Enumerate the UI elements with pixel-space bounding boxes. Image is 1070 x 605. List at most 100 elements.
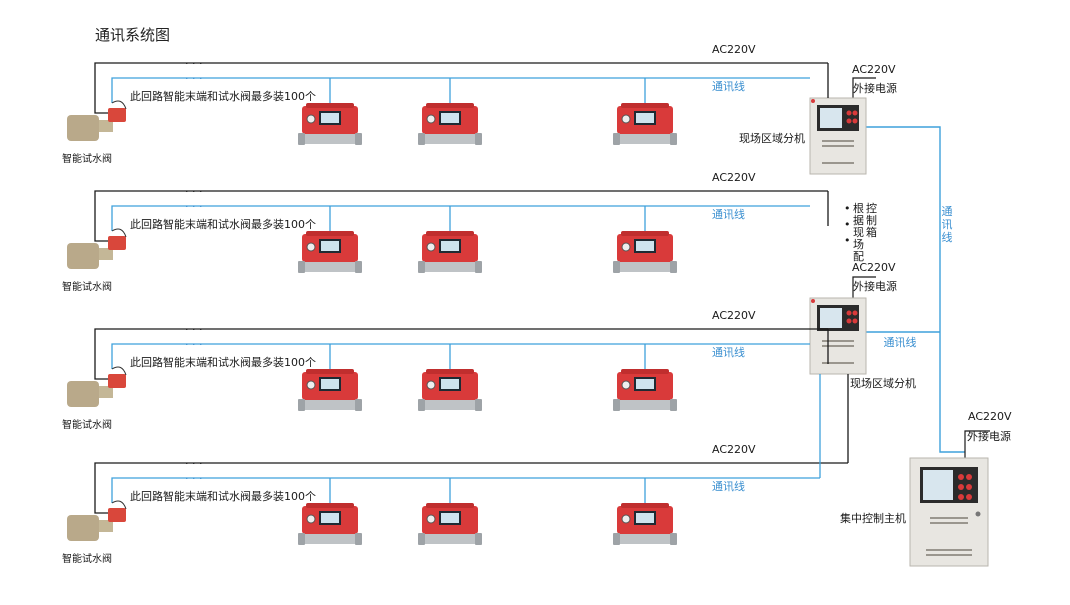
test-valve-actuator — [108, 508, 126, 522]
valve-pipe-flange — [418, 261, 425, 273]
comm-label: 通讯线 — [712, 79, 745, 93]
central-host: AC220V 外接电源 集中控制主机 — [840, 410, 1012, 567]
test-valve-cable — [111, 500, 127, 510]
power-label: AC220V — [712, 309, 756, 322]
valve-pipe-flange — [475, 261, 482, 273]
cabinet1-power-lead — [852, 77, 876, 98]
valve-display-panel — [441, 379, 459, 389]
cabinet2-power-lead — [852, 276, 876, 298]
smart-test-valve — [67, 100, 127, 141]
valve-display-panel — [636, 513, 654, 523]
host-led — [966, 484, 972, 490]
valve-top-rim — [426, 503, 474, 508]
note-char: 箱 — [866, 225, 877, 239]
valve-top-rim — [306, 503, 354, 508]
valve-display-panel — [321, 379, 339, 389]
valve-top-rim — [306, 369, 354, 374]
comm-line — [111, 477, 820, 503]
valve-pipe-flange — [298, 133, 305, 145]
cabinet2-led — [846, 318, 852, 324]
smart-terminal-valve — [418, 503, 482, 545]
valve-top-rim — [621, 231, 669, 236]
valve-display-panel — [441, 113, 459, 123]
valve-gauge-icon — [426, 114, 436, 124]
note-bullet-2: • — [844, 218, 851, 231]
cabinet1-screen-panel — [820, 108, 842, 128]
cabinet1-led — [852, 118, 858, 124]
test-valve-neck — [99, 520, 113, 532]
valve-pipe — [302, 534, 358, 544]
host-led — [958, 484, 964, 490]
cabinet2-power-label: AC220V — [852, 261, 896, 274]
host-led — [958, 494, 964, 500]
test-valve-body — [67, 115, 99, 141]
comm-bus-label-char-2: 讯 — [942, 218, 953, 231]
power-line — [94, 62, 828, 114]
cabinet1-nameplate — [822, 162, 854, 164]
cabinet2-logo — [811, 299, 815, 303]
note-char: 根 — [853, 201, 864, 215]
loop-capacity-note: 此回路智能末端和试水阀最多装100个 — [130, 217, 316, 231]
valve-pipe-flange — [475, 133, 482, 145]
power-label: AC220V — [712, 43, 756, 56]
valve-top-rim — [426, 103, 474, 108]
valve-pipe-flange — [418, 399, 425, 411]
valve-pipe — [422, 262, 478, 272]
valve-pipe-flange — [418, 533, 425, 545]
cabinet2-nameplate — [822, 362, 854, 364]
note-char: 控 — [866, 201, 877, 215]
smart-terminal-valve — [298, 231, 362, 273]
valve-pipe-flange — [613, 133, 620, 145]
valve-pipe — [422, 134, 478, 144]
test-valve-neck — [99, 386, 113, 398]
test-valve-body — [67, 515, 99, 541]
comm-label: 通讯线 — [712, 207, 745, 221]
valve-top-rim — [306, 103, 354, 108]
cabinet2-led — [852, 310, 858, 316]
smart-terminal-valve — [613, 103, 677, 145]
smart-terminal-valve — [613, 369, 677, 411]
smart-terminal-valve — [298, 503, 362, 545]
valve-pipe — [617, 262, 673, 272]
valve-pipe — [617, 134, 673, 144]
comm-ellipsis: · · · — [185, 472, 202, 485]
valve-display-panel — [441, 241, 459, 251]
valve-top-rim — [426, 231, 474, 236]
cabinet1-led — [846, 118, 852, 124]
power-ellipsis: · · · — [185, 185, 202, 198]
smart-terminal-valve — [418, 231, 482, 273]
valve-pipe-flange — [418, 133, 425, 145]
valve-pipe-flange — [670, 399, 677, 411]
host-screen-panel — [923, 470, 953, 500]
loop-capacity-note: 此回路智能末端和试水阀最多装100个 — [130, 355, 316, 369]
cabinet2-screen-panel — [820, 308, 842, 328]
cabinet1-nameplate — [822, 145, 854, 147]
note-char: 据 — [853, 213, 864, 227]
comm-line — [111, 343, 810, 369]
host-nameplate — [930, 522, 968, 524]
smart-terminal-valve — [298, 369, 362, 411]
valve-gauge-icon — [621, 242, 631, 252]
host-lock — [975, 511, 981, 517]
test-valve-neck — [99, 248, 113, 260]
loop-row: · · ·· · ·AC220V通讯线此回路智能末端和试水阀最多装100个智能试… — [62, 171, 829, 293]
valve-gauge-icon — [621, 514, 631, 524]
note-columns: • • • 根 据 现 场 控 制 箱 配 — [844, 201, 877, 263]
smart-terminal-valve — [613, 231, 677, 273]
comm-bus-label-char-1: 通 — [942, 205, 953, 218]
cabinet2-led — [846, 310, 852, 316]
valve-pipe — [422, 534, 478, 544]
cabinet2-label: 现场区域分机 — [850, 376, 916, 390]
test-valve-cable — [111, 100, 127, 110]
smart-terminal-valve — [418, 103, 482, 145]
valve-display-panel — [636, 113, 654, 123]
main-comm-bus: 通 讯 线 通讯线 — [866, 126, 965, 453]
valve-display-panel — [321, 113, 339, 123]
valve-pipe — [302, 400, 358, 410]
test-valve-label: 智能试水阀 — [62, 152, 112, 165]
valve-pipe — [617, 534, 673, 544]
comm-line — [111, 77, 810, 103]
cabinet1-led — [846, 110, 852, 116]
test-valve-label: 智能试水阀 — [62, 418, 112, 431]
